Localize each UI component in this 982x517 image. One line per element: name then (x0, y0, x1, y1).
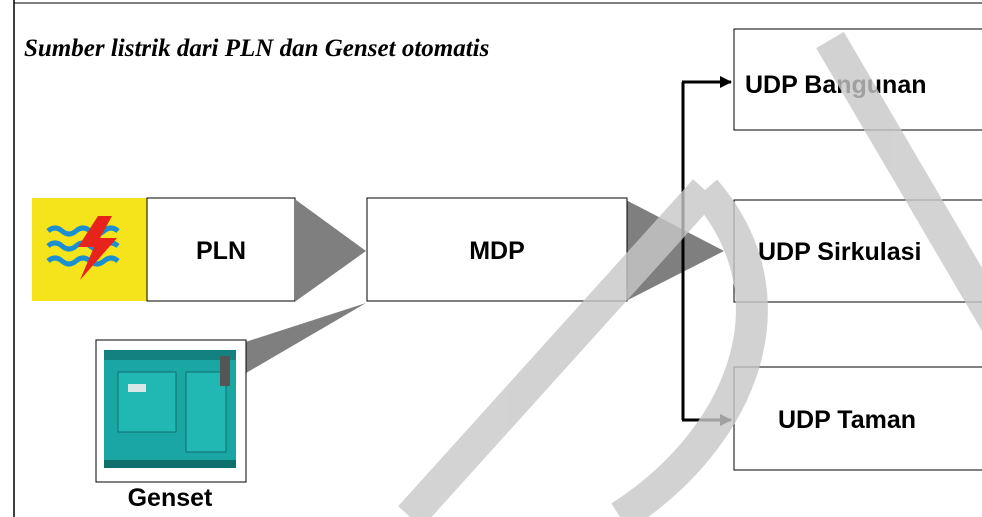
pln-box (146, 197, 296, 302)
pln-to-mdp-connector (296, 200, 366, 301)
genset-picture (95, 339, 247, 483)
generator-icon (104, 350, 236, 468)
mdp-to-udp-connector (626, 200, 724, 301)
pln-logo (32, 198, 147, 301)
mdp-label: MDP (469, 237, 525, 265)
watermark (398, 31, 982, 517)
genset-label: Genset (128, 484, 213, 512)
udp-sirkulasi-label: UDP Sirkulasi (758, 238, 922, 266)
watermark-stroke-left (398, 179, 717, 517)
pln-logo-background (32, 198, 147, 301)
pln-lightning-logo-icon (46, 216, 120, 280)
diagram-title: Sumber listrik dari PLN dan Genset otoma… (24, 35, 489, 62)
watermark-stroke-arc (611, 179, 768, 517)
watermark-stroke-right (816, 31, 982, 331)
pln-label: PLN (196, 237, 246, 265)
udp-taman-box (733, 366, 982, 471)
udp-taman-label: UDP Taman (778, 406, 916, 434)
mdp-box (366, 197, 628, 302)
